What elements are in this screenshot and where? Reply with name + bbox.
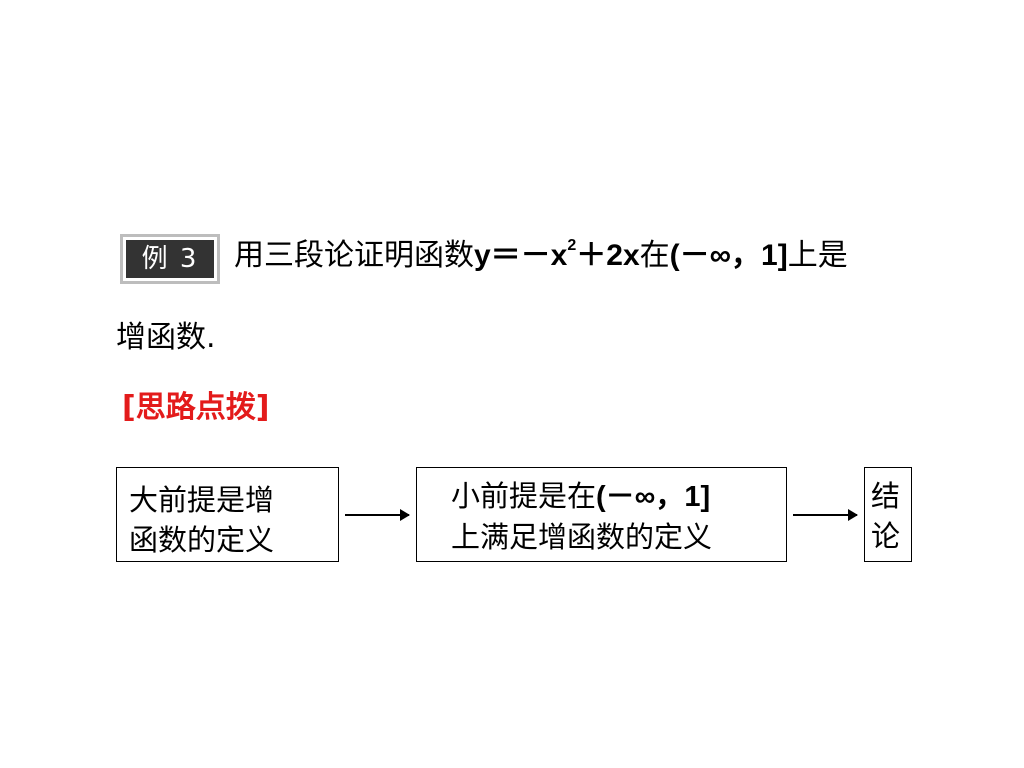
minor-premise-text: 小前提是在	[451, 479, 597, 513]
arrow-right-icon	[345, 509, 410, 521]
major-premise-box: 大前提是增 函数的定义	[116, 467, 339, 562]
minor-premise-box: 小前提是在(－∞，1] 上满足增函数的定义	[416, 467, 787, 562]
function-expression-start: y＝－x	[474, 239, 568, 272]
interval: (－∞，1]	[669, 239, 788, 272]
function-exponent: 2	[567, 237, 577, 254]
function-expression-end: ＋2x	[576, 239, 640, 272]
problem-statement-line1: 用三段论证明函数y＝－x2＋2x在(－∞，1]上是	[234, 236, 848, 276]
arrow-right-icon	[793, 509, 858, 521]
minor-premise-interval: (－∞，1]	[596, 481, 711, 513]
conclusion-line2: 论	[871, 519, 901, 553]
example-badge: 例 3	[120, 234, 220, 284]
problem-prefix: 用三段论证明函数	[234, 238, 474, 273]
hint-label: [思路点拨]	[122, 390, 270, 425]
major-premise-line1: 大前提是增	[129, 483, 275, 517]
problem-suffix: 上是	[787, 238, 848, 273]
example-badge-label: 例 3	[126, 240, 214, 278]
major-premise-line2: 函数的定义	[129, 523, 275, 557]
minor-premise-line1: 小前提是在(－∞，1]	[451, 476, 786, 517]
minor-premise-line2: 上满足增函数的定义	[451, 520, 713, 554]
problem-statement-line2: 增函数.	[116, 320, 216, 355]
conclusion-line1: 结	[871, 479, 901, 513]
problem-mid: 在	[639, 238, 670, 273]
conclusion-box: 结 论	[864, 467, 912, 562]
